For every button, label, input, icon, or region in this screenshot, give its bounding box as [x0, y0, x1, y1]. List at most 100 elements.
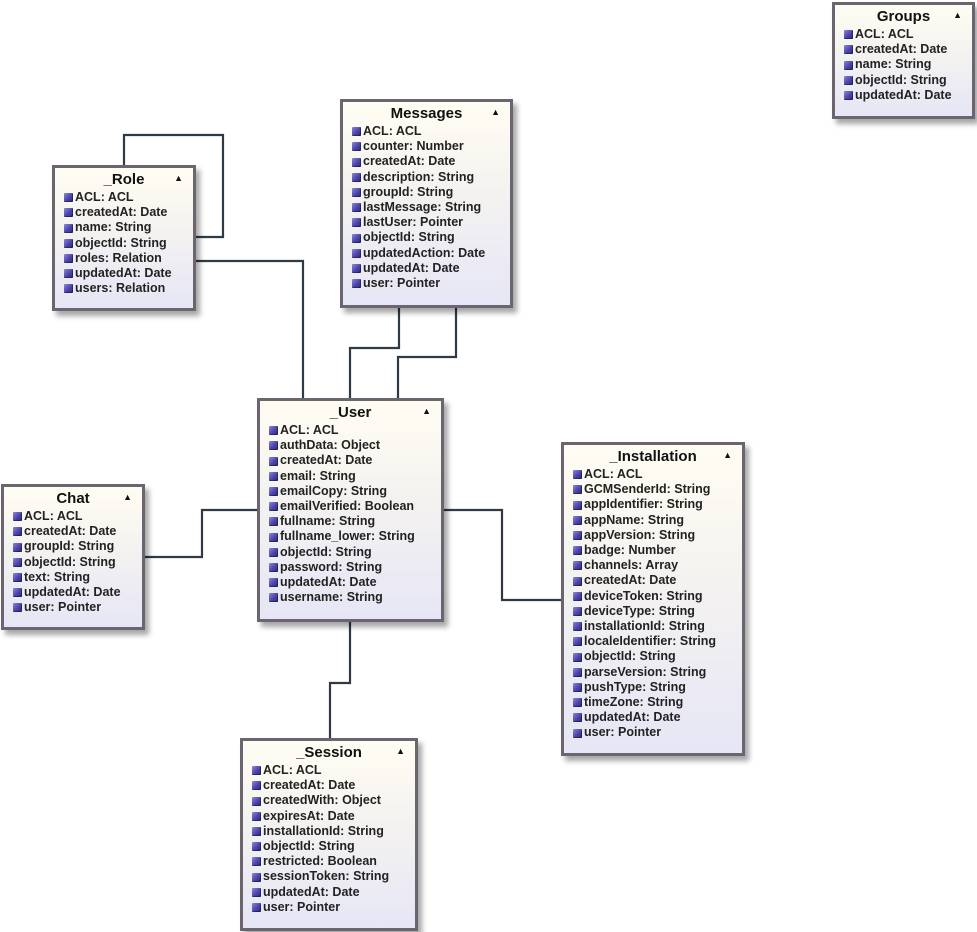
collapse-triangle-icon[interactable]: ▲ — [174, 173, 183, 183]
attribute-row: groupId: String — [352, 185, 510, 200]
attribute-row: objectId: String — [64, 236, 193, 251]
attribute-label: updatedAt: Date — [280, 575, 377, 590]
attribute-cube-icon — [352, 279, 361, 289]
attribute-label: restricted: Boolean — [263, 854, 377, 869]
attribute-label: expiresAt: Date — [263, 808, 355, 823]
attribute-cube-icon — [573, 591, 582, 601]
attribute-cube-icon — [269, 441, 278, 451]
attribute-row: appVersion: String — [573, 528, 742, 543]
attribute-row: objectId: String — [252, 839, 415, 854]
attribute-label: createdAt: Date — [24, 524, 117, 539]
attribute-label: appVersion: String — [584, 527, 696, 542]
attribute-cube-icon — [13, 557, 22, 567]
attribute-cube-icon — [573, 606, 582, 616]
attribute-row: username: String — [269, 590, 441, 605]
attribute-cube-icon — [269, 456, 278, 466]
attribute-cube-icon — [573, 500, 582, 510]
entity-title: _Installation — [609, 448, 697, 465]
attribute-row: name: String — [64, 220, 193, 235]
attribute-row: user: Pointer — [352, 276, 510, 291]
attribute-label: ACL: ACL — [584, 467, 643, 481]
attribute-label: updatedAt: Date — [855, 87, 952, 102]
attribute-label: objectId: String — [24, 554, 116, 569]
entity-title: _Session — [296, 744, 362, 761]
attribute-label: text: String — [24, 569, 90, 584]
attribute-label: username: String — [280, 590, 383, 605]
entity-title: _User — [329, 404, 372, 421]
attribute-label: ACL: ACL — [24, 509, 83, 523]
attribute-label: installationId: String — [263, 823, 384, 838]
attribute-cube-icon — [573, 561, 582, 571]
collapse-triangle-icon[interactable]: ▲ — [422, 406, 431, 416]
attribute-label: ACL: ACL — [263, 763, 322, 777]
attribute-row: updatedAt: Date — [844, 88, 972, 103]
attribute-cube-icon — [269, 471, 278, 481]
attribute-cube-icon — [252, 796, 261, 806]
attribute-cube-icon — [252, 781, 261, 791]
attribute-label: updatedAt: Date — [584, 710, 681, 725]
attribute-cube-icon — [252, 766, 261, 776]
attribute-cube-icon — [573, 485, 582, 495]
attribute-label: groupId: String — [363, 184, 454, 199]
attribute-cube-icon — [573, 667, 582, 677]
attribute-row: authData: Object — [269, 438, 441, 453]
attribute-row: createdAt: Date — [13, 524, 142, 539]
attribute-cube-icon — [269, 578, 278, 588]
attribute-label: user: Pointer — [363, 276, 441, 291]
attribute-cube-icon — [844, 75, 853, 85]
attribute-row: createdAt: Date — [252, 778, 415, 793]
attribute-label: appName: String — [584, 512, 685, 527]
attribute-cube-icon — [13, 572, 22, 582]
attribute-row: user: Pointer — [13, 600, 142, 615]
attribute-row: updatedAt: Date — [352, 261, 510, 276]
attribute-label: pushType: String — [584, 679, 686, 694]
attribute-row: password: String — [269, 560, 441, 575]
attribute-row: updatedAt: Date — [64, 266, 193, 281]
attribute-row: description: String — [352, 170, 510, 185]
attribute-label: name: String — [75, 220, 152, 235]
entity-title: Messages — [390, 105, 463, 122]
collapse-triangle-icon[interactable]: ▲ — [396, 746, 405, 756]
attribute-cube-icon — [352, 172, 361, 182]
attribute-cube-icon — [844, 45, 853, 55]
attribute-row: localeIdentifier: String — [573, 634, 742, 649]
attribute-label: ACL: ACL — [75, 190, 134, 204]
attribute-row: badge: Number — [573, 543, 742, 558]
attribute-row: pushType: String — [573, 680, 742, 695]
collapse-triangle-icon[interactable]: ▲ — [123, 492, 132, 502]
attribute-row: name: String — [844, 57, 972, 72]
attribute-row: objectId: String — [844, 73, 972, 88]
attribute-label: emailCopy: String — [280, 483, 387, 498]
attribute-label: lastMessage: String — [363, 200, 482, 215]
attribute-label: password: String — [280, 559, 383, 574]
attribute-label: deviceType: String — [584, 603, 695, 618]
attribute-row: channels: Array — [573, 558, 742, 573]
collapse-triangle-icon[interactable]: ▲ — [491, 107, 500, 117]
attribute-cube-icon — [269, 486, 278, 496]
attribute-cube-icon — [269, 517, 278, 527]
attribute-label: ACL: ACL — [855, 27, 914, 41]
attribute-label: objectId: String — [855, 72, 947, 87]
attribute-cube-icon — [573, 576, 582, 586]
collapse-triangle-icon[interactable]: ▲ — [953, 10, 962, 20]
collapse-triangle-icon[interactable]: ▲ — [723, 450, 732, 460]
attribute-cube-icon — [13, 512, 22, 522]
attribute-cube-icon — [352, 157, 361, 167]
attribute-row: user: Pointer — [252, 900, 415, 915]
attribute-cube-icon — [352, 203, 361, 213]
attribute-row: text: String — [13, 570, 142, 585]
attribute-cube-icon — [64, 253, 73, 263]
attribute-label: deviceToken: String — [584, 588, 703, 603]
attribute-label: channels: Array — [584, 558, 679, 573]
attribute-label: fullname_lower: String — [280, 529, 415, 544]
